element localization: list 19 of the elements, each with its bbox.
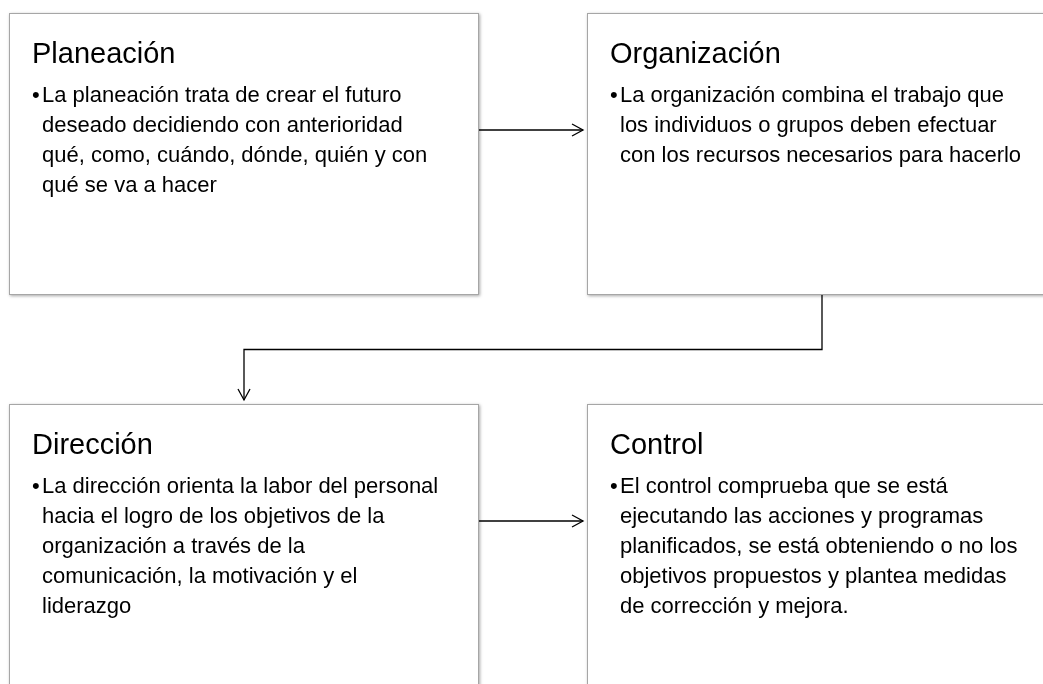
process-box (9, 13, 479, 295)
arrow (237, 294, 823, 401)
description: La dirección orienta la labor del personal hacia el logro de los objetivos de la organización a través de la comunicación, la motivación y el liderazgo (42, 472, 440, 620)
bullet: • (610, 472, 619, 500)
bullet: • (610, 81, 619, 109)
description: La planeación trata de crear el futuro deseado decidiendo con anterioridad qué, como, cuándo, dónde, quién y con qué se va a hacer (42, 81, 429, 199)
bullet: • (32, 472, 41, 500)
heading: Dirección (32, 427, 153, 461)
heading: Planeación (32, 36, 176, 70)
process-box (9, 404, 479, 684)
arrow (478, 123, 584, 137)
description: El control comprueba que se está ejecutando las acciones y programas planificados, se está obteniendo o no los objetivos propuestos y plantea medidas de corrección y mejora. (620, 472, 1019, 620)
bullet: • (32, 81, 41, 109)
process-box (587, 404, 1043, 684)
description: La organización combina el trabajo que los individuos o grupos deben efectuar con los recursos necesarios para hacerlo (620, 81, 1022, 169)
heading: Control (610, 427, 704, 461)
arrow (478, 514, 584, 528)
process-box (587, 13, 1043, 295)
heading: Organización (610, 36, 781, 70)
